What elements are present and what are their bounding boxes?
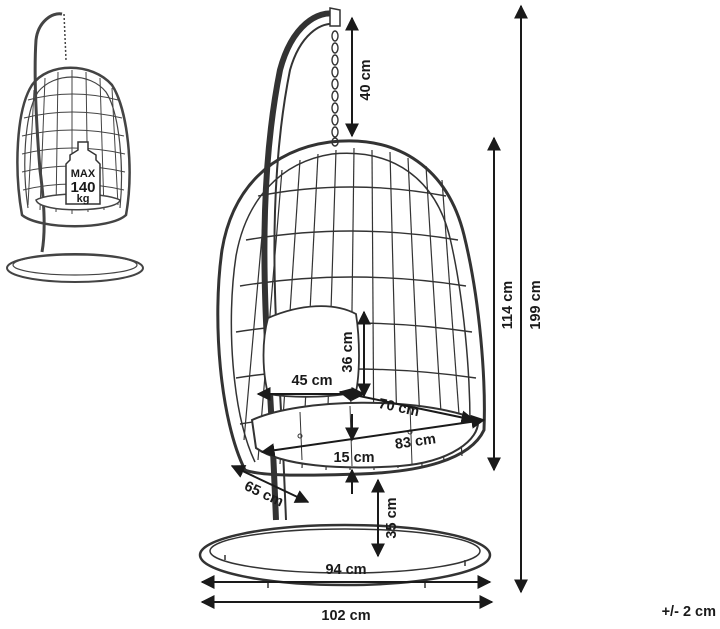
dim-label-total-width: 102 cm [321, 608, 370, 624]
max-load-unit: kg [77, 193, 90, 205]
main-chair-illustration [198, 7, 492, 588]
dim-label-chain: 40 cm [358, 59, 374, 100]
dimension-lines [200, 4, 528, 609]
dim-label-backrest-height: 36 cm [340, 331, 356, 372]
dim-label-seat-to-base: 35 cm [384, 497, 400, 538]
dim-label-seat-width: 83 cm [394, 431, 437, 453]
dim-label-cushion-thickness: 15 cm [333, 450, 374, 466]
max-load-value: 140 [70, 179, 95, 196]
tolerance-note: +/- 2 cm [662, 604, 716, 620]
dim-label-total-height: 199 cm [528, 280, 544, 329]
dim-label-cocoon-depth: 65 cm [242, 478, 286, 510]
max-load-badge: MAX 140 kg [65, 141, 101, 205]
thumbnail-chair-illustration [6, 12, 144, 283]
dim-label-base-diameter: 94 cm [325, 562, 366, 578]
max-load-label: MAX [71, 168, 96, 180]
dim-label-seat-depth: 45 cm [291, 373, 332, 389]
dim-label-cocoon-height: 114 cm [500, 281, 516, 329]
